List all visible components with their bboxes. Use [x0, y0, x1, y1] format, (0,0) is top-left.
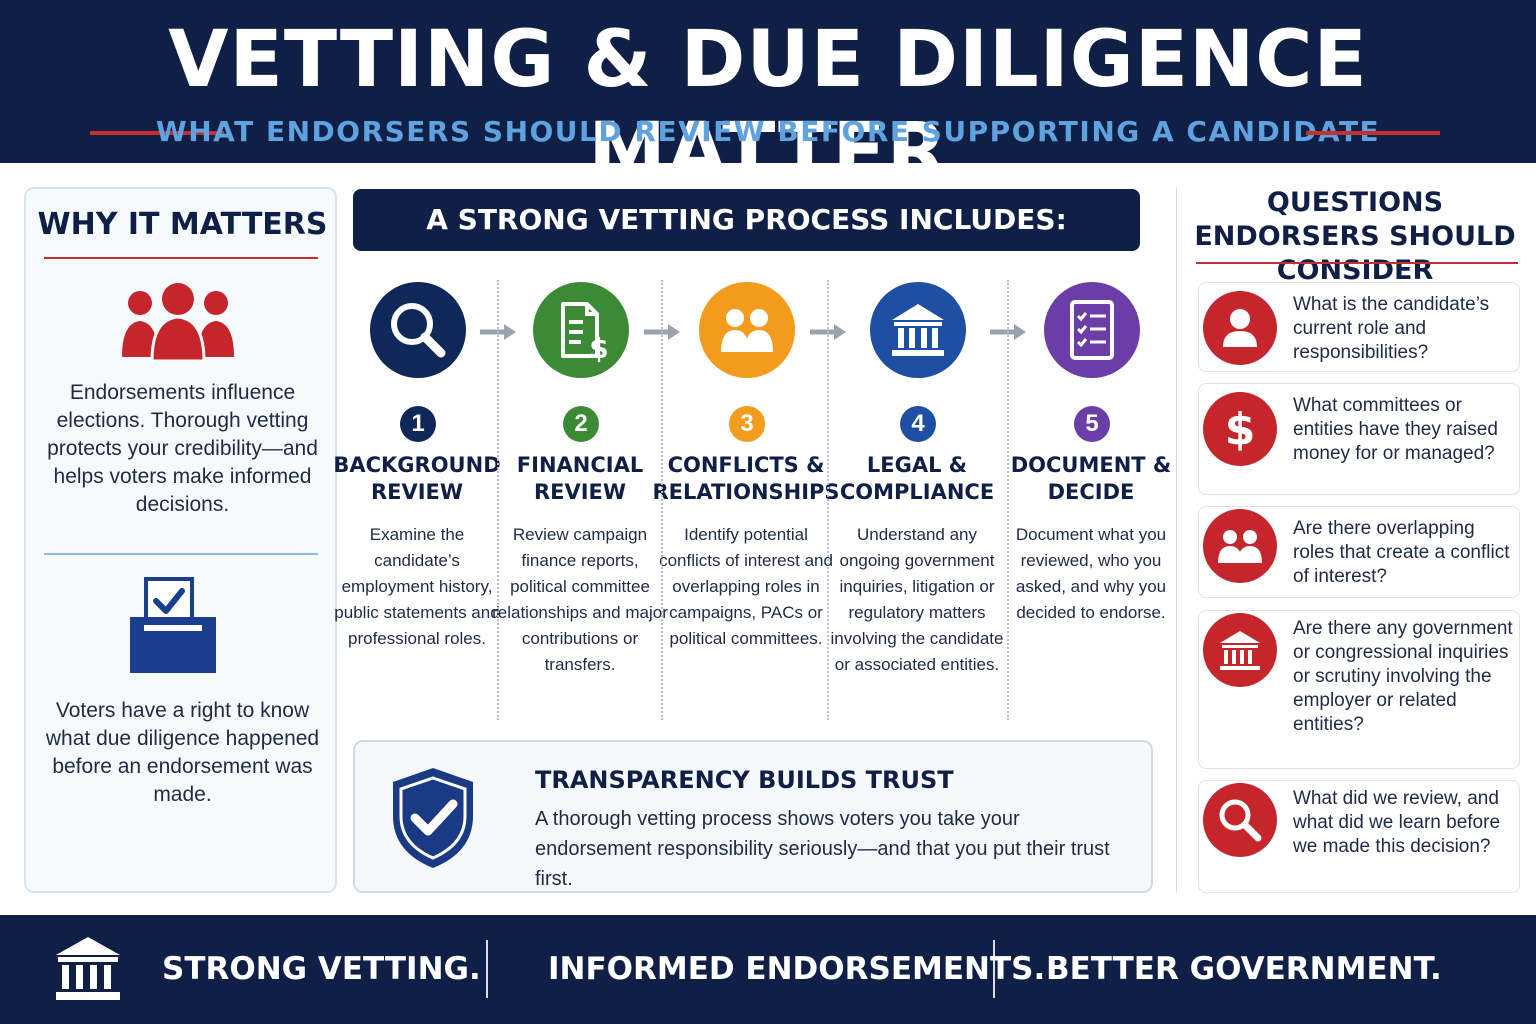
government-building-icon — [1220, 631, 1260, 670]
step-3-icon-circle — [699, 282, 795, 378]
questions-title-rule — [1196, 262, 1518, 264]
step-divider — [827, 280, 829, 720]
question-icon-circle: $ — [1203, 392, 1277, 466]
people-icon — [1218, 530, 1262, 563]
step-title: LEGAL & COMPLIANCE — [839, 453, 995, 504]
government-building-icon — [56, 937, 120, 1000]
step-divider — [661, 280, 663, 720]
question-text: What committees or entities have they ra… — [1293, 395, 1498, 464]
step-description: Examine the candidate’s employment histo… — [334, 525, 500, 648]
question-text: What did we review, and what did we lear… — [1293, 788, 1501, 857]
step-number: 4 — [900, 406, 936, 442]
government-building-icon — [892, 304, 944, 356]
arrow-right-icon — [990, 324, 1026, 340]
question-text: Are there overlapping roles that create … — [1293, 518, 1510, 587]
transparency-callout: TRANSPARENCY BUILDS TRUST A thorough vet… — [353, 740, 1153, 893]
step-description: Identify potential conflicts of interest… — [659, 525, 833, 648]
step-title: BACKGROUND REVIEW — [333, 453, 501, 504]
arrow-right-icon — [480, 324, 516, 340]
step-2-icon-circle: $ — [533, 282, 629, 378]
why-paragraph-2: Voters have a right to know what due dil… — [45, 699, 320, 806]
header-banner: VETTING & DUE DILIGENCE MATTER WHAT ENDO… — [0, 0, 1536, 197]
footer-separator — [486, 940, 488, 998]
question-icon-circle — [1203, 613, 1277, 687]
step-number: 2 — [563, 406, 599, 442]
step-title: FINANCIAL REVIEW — [516, 453, 644, 504]
arrow-right-icon — [644, 324, 680, 340]
step-description: Understand any ongoing government inquir… — [830, 525, 1004, 674]
question-card: Are there overlapping roles that create … — [1198, 506, 1520, 598]
svg-text:$: $ — [589, 332, 608, 365]
question-text: Are there any government or congressiona… — [1293, 618, 1513, 735]
shield-check-icon — [393, 768, 473, 868]
transparency-title: TRANSPARENCY BUILDS TRUST — [535, 766, 954, 794]
dollar-icon: $ — [1225, 404, 1256, 455]
page-title: VETTING & DUE DILIGENCE MATTER — [168, 15, 1368, 197]
person-icon — [1223, 309, 1257, 347]
question-card: What is the candidate’s current role and… — [1198, 282, 1520, 372]
finance-document-icon: $ — [561, 302, 609, 365]
step-number: 5 — [1074, 406, 1110, 442]
people-icon — [721, 309, 773, 352]
step-divider — [497, 280, 499, 720]
checklist-icon — [1070, 300, 1114, 360]
process-title: A STRONG VETTING PROCESS INCLUDES: — [353, 189, 1140, 251]
question-card: $ What committees or entities have they … — [1198, 383, 1520, 495]
step-number: 3 — [729, 406, 765, 442]
svg-text:$: $ — [1225, 404, 1256, 455]
step-title: DOCUMENT & DECIDE — [1010, 453, 1172, 504]
question-icon-circle — [1203, 291, 1277, 365]
step-divider — [1007, 280, 1009, 720]
step-1-icon-circle — [370, 282, 466, 378]
footer-separator — [993, 940, 995, 998]
question-text: What is the candidate’s current role and… — [1293, 294, 1490, 363]
page-subtitle: WHAT ENDORSERS SHOULD REVIEW BEFORE SUPP… — [155, 115, 1381, 148]
step-description: Review campaign finance reports, politic… — [492, 525, 668, 674]
question-card: Are there any government or congressiona… — [1198, 610, 1520, 769]
why-paragraph-1: Endorsements influence elections. Thorou… — [47, 381, 318, 516]
footer-banner: STRONG VETTING. INFORMED ENDORSEMENTS. B… — [0, 915, 1536, 1024]
ballot-box-icon — [130, 577, 216, 673]
subtitle-rule-left — [90, 131, 224, 135]
why-it-matters-title: WHY IT MATTERS — [37, 207, 328, 242]
step-number: 1 — [400, 406, 436, 442]
question-icon-circle — [1203, 509, 1277, 583]
step-description: Document what you reviewed, who you aske… — [1015, 525, 1167, 622]
question-icon-circle — [1203, 783, 1277, 857]
people-group-icon — [122, 283, 234, 363]
footer-better-government: BETTER GOVERNMENT. — [1046, 951, 1442, 987]
questions-title: QUESTIONS ENDORSERS SHOULD CONSIDER — [1194, 187, 1516, 286]
magnifier-icon — [1219, 799, 1262, 842]
step-4-icon-circle — [870, 282, 966, 378]
footer-strong-vetting: STRONG VETTING. — [162, 951, 481, 987]
magnifier-icon — [391, 303, 446, 358]
why-title-rule — [44, 257, 318, 259]
footer-informed-endorsements: INFORMED ENDORSEMENTS. — [548, 951, 1046, 987]
step-5-icon-circle — [1044, 282, 1140, 378]
step-title: CONFLICTS & RELATIONSHIPS — [652, 453, 840, 504]
why-divider — [44, 553, 318, 555]
transparency-description: A thorough vetting process shows voters … — [535, 808, 1110, 890]
question-card: What did we review, and what did we lear… — [1198, 780, 1520, 893]
why-it-matters-panel: WHY IT MATTERS Endorsements influence el… — [24, 187, 337, 893]
right-panel-separator — [1176, 187, 1177, 893]
subtitle-rule-right — [1306, 131, 1440, 135]
arrow-right-icon — [810, 324, 846, 340]
